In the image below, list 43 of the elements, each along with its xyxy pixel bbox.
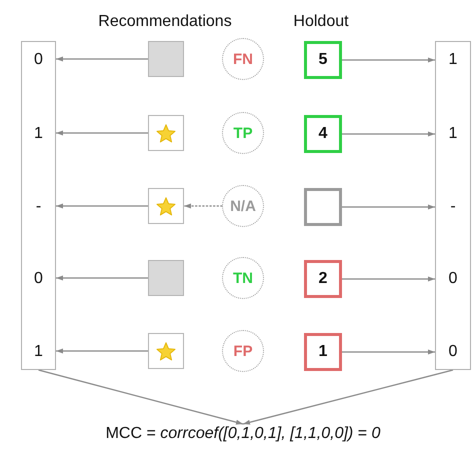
outcome-circle: TP bbox=[222, 112, 264, 154]
rating-box: 2 bbox=[304, 260, 342, 298]
vector-column bbox=[21, 41, 56, 370]
vector-value: 0 bbox=[448, 270, 458, 288]
arrow bbox=[342, 350, 435, 354]
vector-value: 1 bbox=[448, 125, 458, 143]
dotted-arrow bbox=[183, 204, 223, 208]
starred-item-tile bbox=[148, 188, 184, 224]
arrow bbox=[56, 130, 148, 136]
vector-value: - bbox=[450, 198, 456, 216]
formula-text: MCC = corrcoef([0,1,0,1], [1,1,0,0]) = 0 bbox=[106, 424, 380, 443]
vector-value: 1 bbox=[34, 125, 43, 143]
vector-column bbox=[435, 41, 471, 370]
rating-box: 4 bbox=[304, 115, 342, 153]
arrow bbox=[38, 369, 244, 425]
outcome-circle: TN bbox=[222, 257, 264, 299]
rating-box: 5 bbox=[304, 41, 342, 79]
rating-box: 1 bbox=[304, 333, 342, 371]
item-tile bbox=[148, 260, 184, 296]
arrow bbox=[56, 348, 148, 354]
empty-rating-box bbox=[304, 188, 342, 226]
outcome-circle: N/A bbox=[222, 185, 264, 227]
column-heading: Holdout bbox=[293, 12, 349, 31]
arrow bbox=[342, 132, 435, 136]
arrow bbox=[56, 56, 148, 62]
arrow bbox=[56, 204, 148, 208]
arrow bbox=[342, 276, 435, 282]
vector-value: - bbox=[36, 198, 42, 216]
starred-item-tile bbox=[148, 115, 184, 151]
vector-value: 1 bbox=[34, 343, 43, 361]
arrow bbox=[56, 276, 148, 280]
vector-value: 0 bbox=[448, 343, 458, 361]
column-heading: Recommendations bbox=[98, 12, 232, 31]
arrow bbox=[342, 58, 435, 62]
arrow bbox=[342, 204, 435, 210]
starred-item-tile bbox=[148, 333, 184, 369]
vector-value: 0 bbox=[34, 51, 43, 69]
item-tile bbox=[148, 41, 184, 77]
vector-value: 1 bbox=[448, 51, 458, 69]
arrow bbox=[242, 369, 454, 425]
outcome-circle: FN bbox=[222, 38, 264, 80]
vector-value: 0 bbox=[34, 270, 43, 288]
outcome-circle: FP bbox=[222, 330, 264, 372]
